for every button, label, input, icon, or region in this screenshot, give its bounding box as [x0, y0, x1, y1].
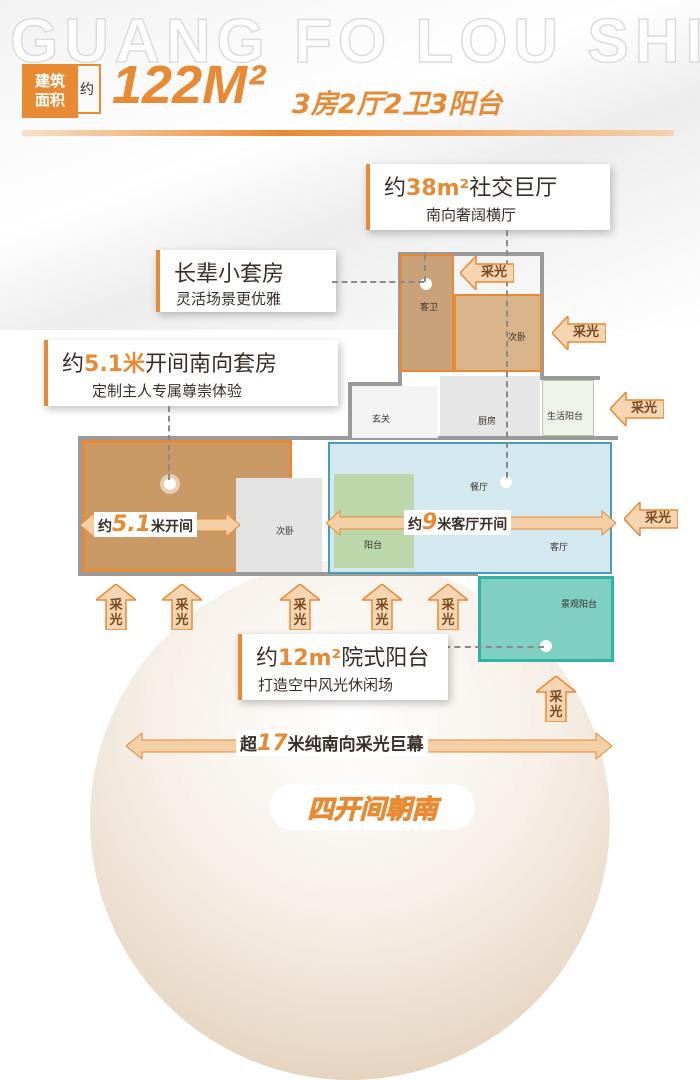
room-guest-bath: 客卫 [400, 254, 454, 372]
marker-living [500, 476, 512, 488]
wall [78, 572, 478, 576]
sunlight-arrow-icon: 采光 [362, 584, 402, 630]
sunlight-label: 采光 [630, 401, 657, 416]
sunlight-label: 采光 [175, 598, 189, 628]
room-label-foyer: 玄关 [372, 415, 391, 425]
sunlight-arrow-icon: 采光 [552, 316, 606, 350]
callout-balcony-sub: 打造空中风光休闲场 [258, 676, 394, 694]
about-label: 约 [75, 64, 101, 114]
callout-living-pre: 约 [384, 176, 407, 201]
area-label-box: 建筑 面积 [22, 64, 78, 118]
room-bedroom-top: 次卧 [454, 294, 542, 372]
span-total-label: 超17米纯南向采光巨幕 [236, 730, 428, 756]
sunlight-arrow-icon: 采光 [162, 584, 202, 630]
callout-master-sub: 定制主人专属尊崇体验 [92, 382, 243, 400]
wall [540, 252, 544, 380]
connector-balcony [444, 646, 544, 648]
sunlight-label: 采光 [109, 598, 123, 628]
span-master-pre: 约 [98, 519, 112, 535]
room-label-kitchen: 厨房 [478, 417, 497, 427]
sunlight-label: 采光 [549, 690, 563, 720]
sunlight-arrow-icon: 采光 [96, 584, 136, 630]
span-total-num: 17 [257, 731, 288, 756]
room-label-bedroom-mid: 次卧 [276, 527, 295, 537]
span-master-num: 5.1 [112, 512, 151, 537]
sunlight-label: 采光 [572, 325, 599, 340]
room-utility-balcony: 生活阳台 [542, 380, 594, 436]
sunlight-arrow-icon: 采光 [280, 584, 320, 630]
connector-elder-v [424, 254, 426, 282]
callout-living-post: 社交巨厅 [469, 176, 558, 201]
sunlight-arrow-icon: 采光 [460, 256, 514, 290]
span-total-post: 米纯南向采光巨幕 [287, 735, 424, 755]
connector-master [168, 406, 170, 480]
sunlight-arrow-icon: 采光 [536, 676, 576, 722]
callout-elder-suite: 长辈小套房 灵活场景更优雅 [156, 250, 336, 312]
span-living-num: 9 [422, 510, 438, 535]
area-label-line1: 建筑 [34, 72, 65, 90]
connector-living [506, 230, 508, 478]
room-label-small-balcony: 阳台 [364, 541, 383, 551]
sunlight-arrow-icon: 采光 [610, 392, 664, 426]
wall [78, 436, 618, 440]
callout-master-num: 5.1米 [84, 352, 145, 377]
room-label-landscape-balcony: 景观阳台 [561, 600, 598, 610]
area-value: 122M² [112, 55, 266, 115]
room-label-utility-balcony: 生活阳台 [547, 412, 584, 422]
room-living: 餐厅 客厅 阳台 [328, 442, 612, 574]
marker-balcony [540, 640, 552, 652]
wall [78, 436, 82, 576]
room-label-bedroom-top: 次卧 [508, 333, 527, 343]
callout-master-pre: 约 [62, 352, 85, 377]
callout-balcony: 约12m²院式阳台 打造空中风光休闲场 [238, 634, 448, 700]
connector-elder-h [332, 281, 424, 283]
marker-master [164, 478, 176, 490]
callout-living-hall: 约38m²社交巨厅 南向奢阔横厅 [366, 164, 610, 230]
sunlight-arrow-icon: 采光 [428, 584, 468, 630]
span-living-label: 约9米客厅开间 [404, 510, 512, 535]
span-total-pre: 超 [240, 735, 257, 755]
wall [398, 252, 542, 256]
header-divider [22, 130, 674, 136]
room-kitchen: 厨房 [440, 376, 540, 436]
callout-living-num: 38m² [406, 176, 470, 201]
marker-elder [420, 278, 432, 290]
callout-balcony-pre: 约 [256, 646, 279, 671]
span-master-label: 约5.1米开间 [94, 512, 197, 537]
wall [540, 376, 600, 380]
sunlight-label: 采光 [293, 598, 307, 628]
wall [348, 382, 352, 438]
bottom-badge: 四开间朝南 [270, 784, 475, 830]
span-living-post: 米客厅开间 [437, 517, 508, 533]
span-living-pre: 约 [408, 517, 422, 533]
callout-balcony-num: 12m² [278, 646, 342, 671]
room-label-living: 客厅 [550, 543, 569, 553]
room-foyer: 玄关 [352, 386, 438, 438]
callout-elder-title: 长辈小套房 [174, 262, 285, 287]
wall [348, 382, 402, 386]
background-pinyin-title: GUANG FO LOU SHI [9, 6, 700, 77]
layout-text: 3房2厅2卫3阳台 [292, 89, 503, 120]
callout-elder-sub: 灵活场景更优雅 [176, 290, 282, 308]
sunlight-label: 采光 [441, 598, 455, 628]
room-bedroom-mid: 次卧 [236, 478, 322, 572]
callout-master-post: 开间南向套房 [145, 352, 278, 377]
callout-living-sub: 南向奢阔横厅 [426, 206, 517, 224]
sunlight-label: 采光 [375, 598, 389, 628]
room-label-guest-bath: 客卫 [420, 303, 439, 313]
callout-master-suite: 约5.1米开间南向套房 定制主人专属尊崇体验 [44, 340, 338, 406]
span-master-post: 米开间 [150, 519, 193, 535]
area-label-line2: 面积 [34, 91, 65, 109]
sunlight-label: 采光 [480, 265, 507, 280]
room-label-dining: 餐厅 [470, 483, 489, 493]
callout-balcony-post: 院式阳台 [341, 646, 430, 671]
sunlight-arrow-icon: 采光 [624, 502, 678, 536]
sunlight-label: 采光 [644, 511, 671, 526]
